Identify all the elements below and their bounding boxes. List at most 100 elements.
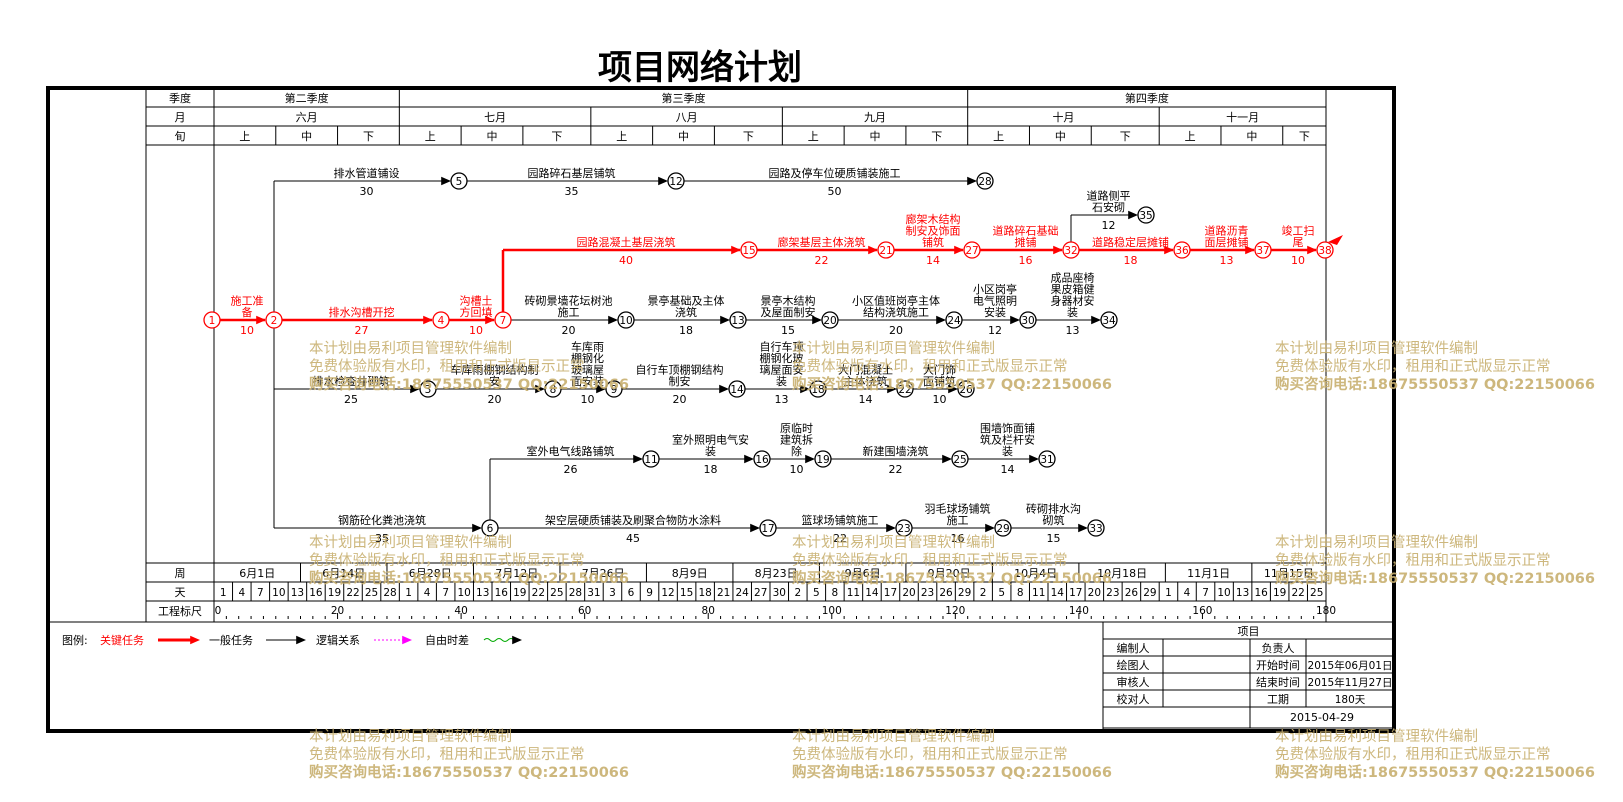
node-number: 16: [755, 454, 769, 466]
activity-arrow-head: [1078, 523, 1088, 533]
activity-duration: 35: [565, 185, 579, 198]
network-node: [544, 380, 562, 398]
legend-float-label: 自由时差: [425, 633, 469, 647]
network-node: [1087, 519, 1105, 537]
week-label: 6月1日: [239, 567, 275, 580]
watermark-line: 免费体验版有水印，租用和正式版显示正常: [309, 747, 585, 763]
dekad-label: 下: [363, 130, 374, 143]
activity-name: 及屋面制安: [761, 305, 816, 319]
activity-name: 道路沥青: [1205, 224, 1249, 238]
network-node: [265, 311, 283, 329]
activity-name: 小区岗亭: [973, 282, 1017, 296]
activity-duration: 35: [375, 532, 389, 545]
activity-arrow-head: [805, 454, 815, 464]
legend-critical-arrow: [190, 635, 200, 645]
node-number: 24: [947, 315, 961, 327]
watermark-line: 购买咨询电话:18675550537 QQ:22150066: [1275, 571, 1595, 587]
activity-duration: 10: [240, 324, 254, 337]
activity-name: 施工: [558, 306, 580, 319]
day-label: 15: [680, 587, 693, 599]
day-label: 16: [495, 587, 509, 599]
quarter-label: 第三季度: [662, 91, 706, 105]
activity-duration: 26: [564, 463, 578, 476]
activity-arrow-head: [812, 315, 822, 325]
activity-duration: 18: [704, 463, 718, 476]
scale-label: 160: [1192, 605, 1212, 617]
day-label: 14: [1051, 587, 1065, 599]
node-number: 31: [1040, 454, 1053, 466]
day-label: 6: [628, 587, 635, 599]
dekad-label: 上: [1185, 130, 1196, 143]
activity-name: 尾: [1293, 236, 1304, 249]
activity-name: 排水管道铺设: [334, 166, 400, 180]
week-label: 7月12日: [495, 567, 538, 580]
week-label: 10月18日: [1097, 567, 1147, 580]
day-label: 29: [958, 587, 971, 599]
network-node: [1100, 311, 1118, 329]
node-number: 10: [619, 315, 632, 327]
day-label: 7: [442, 587, 449, 599]
activity-name: 室外电气线路铺筑: [527, 444, 615, 458]
watermark: 本计划由易利项目管理软件编制免费体验版有水印，租用和正式版显示正常购买咨询电话:…: [1275, 340, 1595, 394]
watermark-line: 购买咨询电话:18675550537 QQ:22150066: [1275, 377, 1595, 393]
day-label: 13: [291, 587, 304, 599]
watermark-line: 免费体验版有水印，租用和正式版显示正常: [792, 747, 1068, 763]
month-label: 七月: [484, 111, 506, 124]
activity-name: 棚钢化: [571, 351, 604, 365]
scale-label: 180: [1316, 605, 1336, 617]
node-number: 26: [959, 384, 973, 396]
day-label: 26: [1125, 587, 1139, 599]
activity-duration: 12: [1102, 219, 1116, 232]
day-label: 4: [1184, 587, 1191, 599]
network-node: [481, 519, 499, 537]
info-table-header: 项目: [1238, 625, 1260, 638]
activity-name: 装: [705, 445, 716, 458]
activity-arrow-head: [942, 454, 952, 464]
node-number: 2: [271, 315, 278, 327]
dekad-label: 中: [301, 130, 312, 143]
day-label: 8: [832, 587, 839, 599]
day-label: 26: [939, 587, 953, 599]
activity-duration: 18: [679, 324, 693, 337]
week-label: 11月1日: [1187, 567, 1230, 580]
watermark-line: 购买咨询电话:18675550537 QQ:22150066: [792, 765, 1112, 781]
activity-arrow-head: [800, 384, 810, 394]
dekad-label: 上: [993, 130, 1004, 143]
watermark-line: 购买咨询电话:18675550537 QQ:22150066: [1275, 765, 1595, 781]
day-label: 17: [884, 587, 897, 599]
watermark: 本计划由易利项目管理软件编制免费体验版有水印，租用和正式版显示正常购买咨询电话:…: [309, 534, 629, 588]
activity-name: 摊铺: [1015, 235, 1037, 249]
activity-duration: 22: [815, 254, 829, 267]
network-node: [1254, 241, 1272, 259]
node-number: 18: [811, 384, 824, 396]
activity-arrow-head: [535, 384, 545, 394]
dekad-label: 下: [743, 130, 754, 143]
network-node: [728, 380, 746, 398]
network-node: [759, 519, 777, 537]
day-label: 25: [550, 587, 563, 599]
activity-arrow-head: [1029, 454, 1039, 464]
activity-arrow-head: [485, 315, 495, 325]
week-label: 9月20日: [928, 567, 971, 580]
network-node: [821, 311, 839, 329]
day-label: 4: [238, 587, 245, 599]
network-node: [1038, 450, 1056, 468]
month-label: 十一月: [1226, 110, 1259, 124]
activity-name: 架空层硬质铺装及刷聚合物防水涂料: [545, 513, 721, 527]
activity-name: 围墙饰面铺: [980, 421, 1035, 435]
dekad-label: 上: [808, 130, 819, 143]
activity-arrow-head: [256, 315, 266, 325]
network-node: [814, 450, 832, 468]
activity-duration: 50: [828, 185, 842, 198]
scale-label: 80: [702, 605, 715, 617]
scale-label: 20: [331, 605, 344, 617]
activity-duration: 13: [1220, 254, 1234, 267]
node-number: 23: [897, 523, 910, 535]
network-node: [605, 380, 623, 398]
node-number: 35: [1139, 210, 1152, 222]
day-label: 22: [1292, 587, 1305, 599]
day-label: 31: [587, 587, 600, 599]
day-label: 20: [902, 587, 915, 599]
activity-duration: 27: [355, 324, 369, 337]
node-number: 20: [823, 315, 836, 327]
